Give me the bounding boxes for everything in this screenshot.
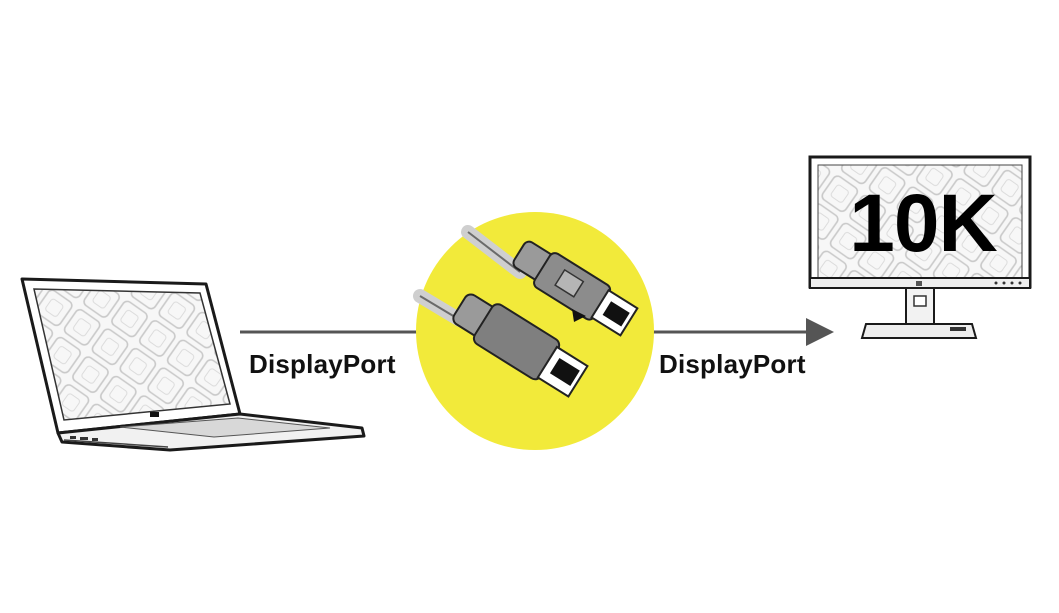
- connection-arrow-right: [652, 318, 834, 346]
- right-connection-label: DisplayPort: [659, 349, 806, 380]
- left-connection-label: DisplayPort: [249, 349, 396, 380]
- displayport-cable-icon: [416, 212, 654, 450]
- monitor-resolution-label: 10K: [818, 176, 1028, 272]
